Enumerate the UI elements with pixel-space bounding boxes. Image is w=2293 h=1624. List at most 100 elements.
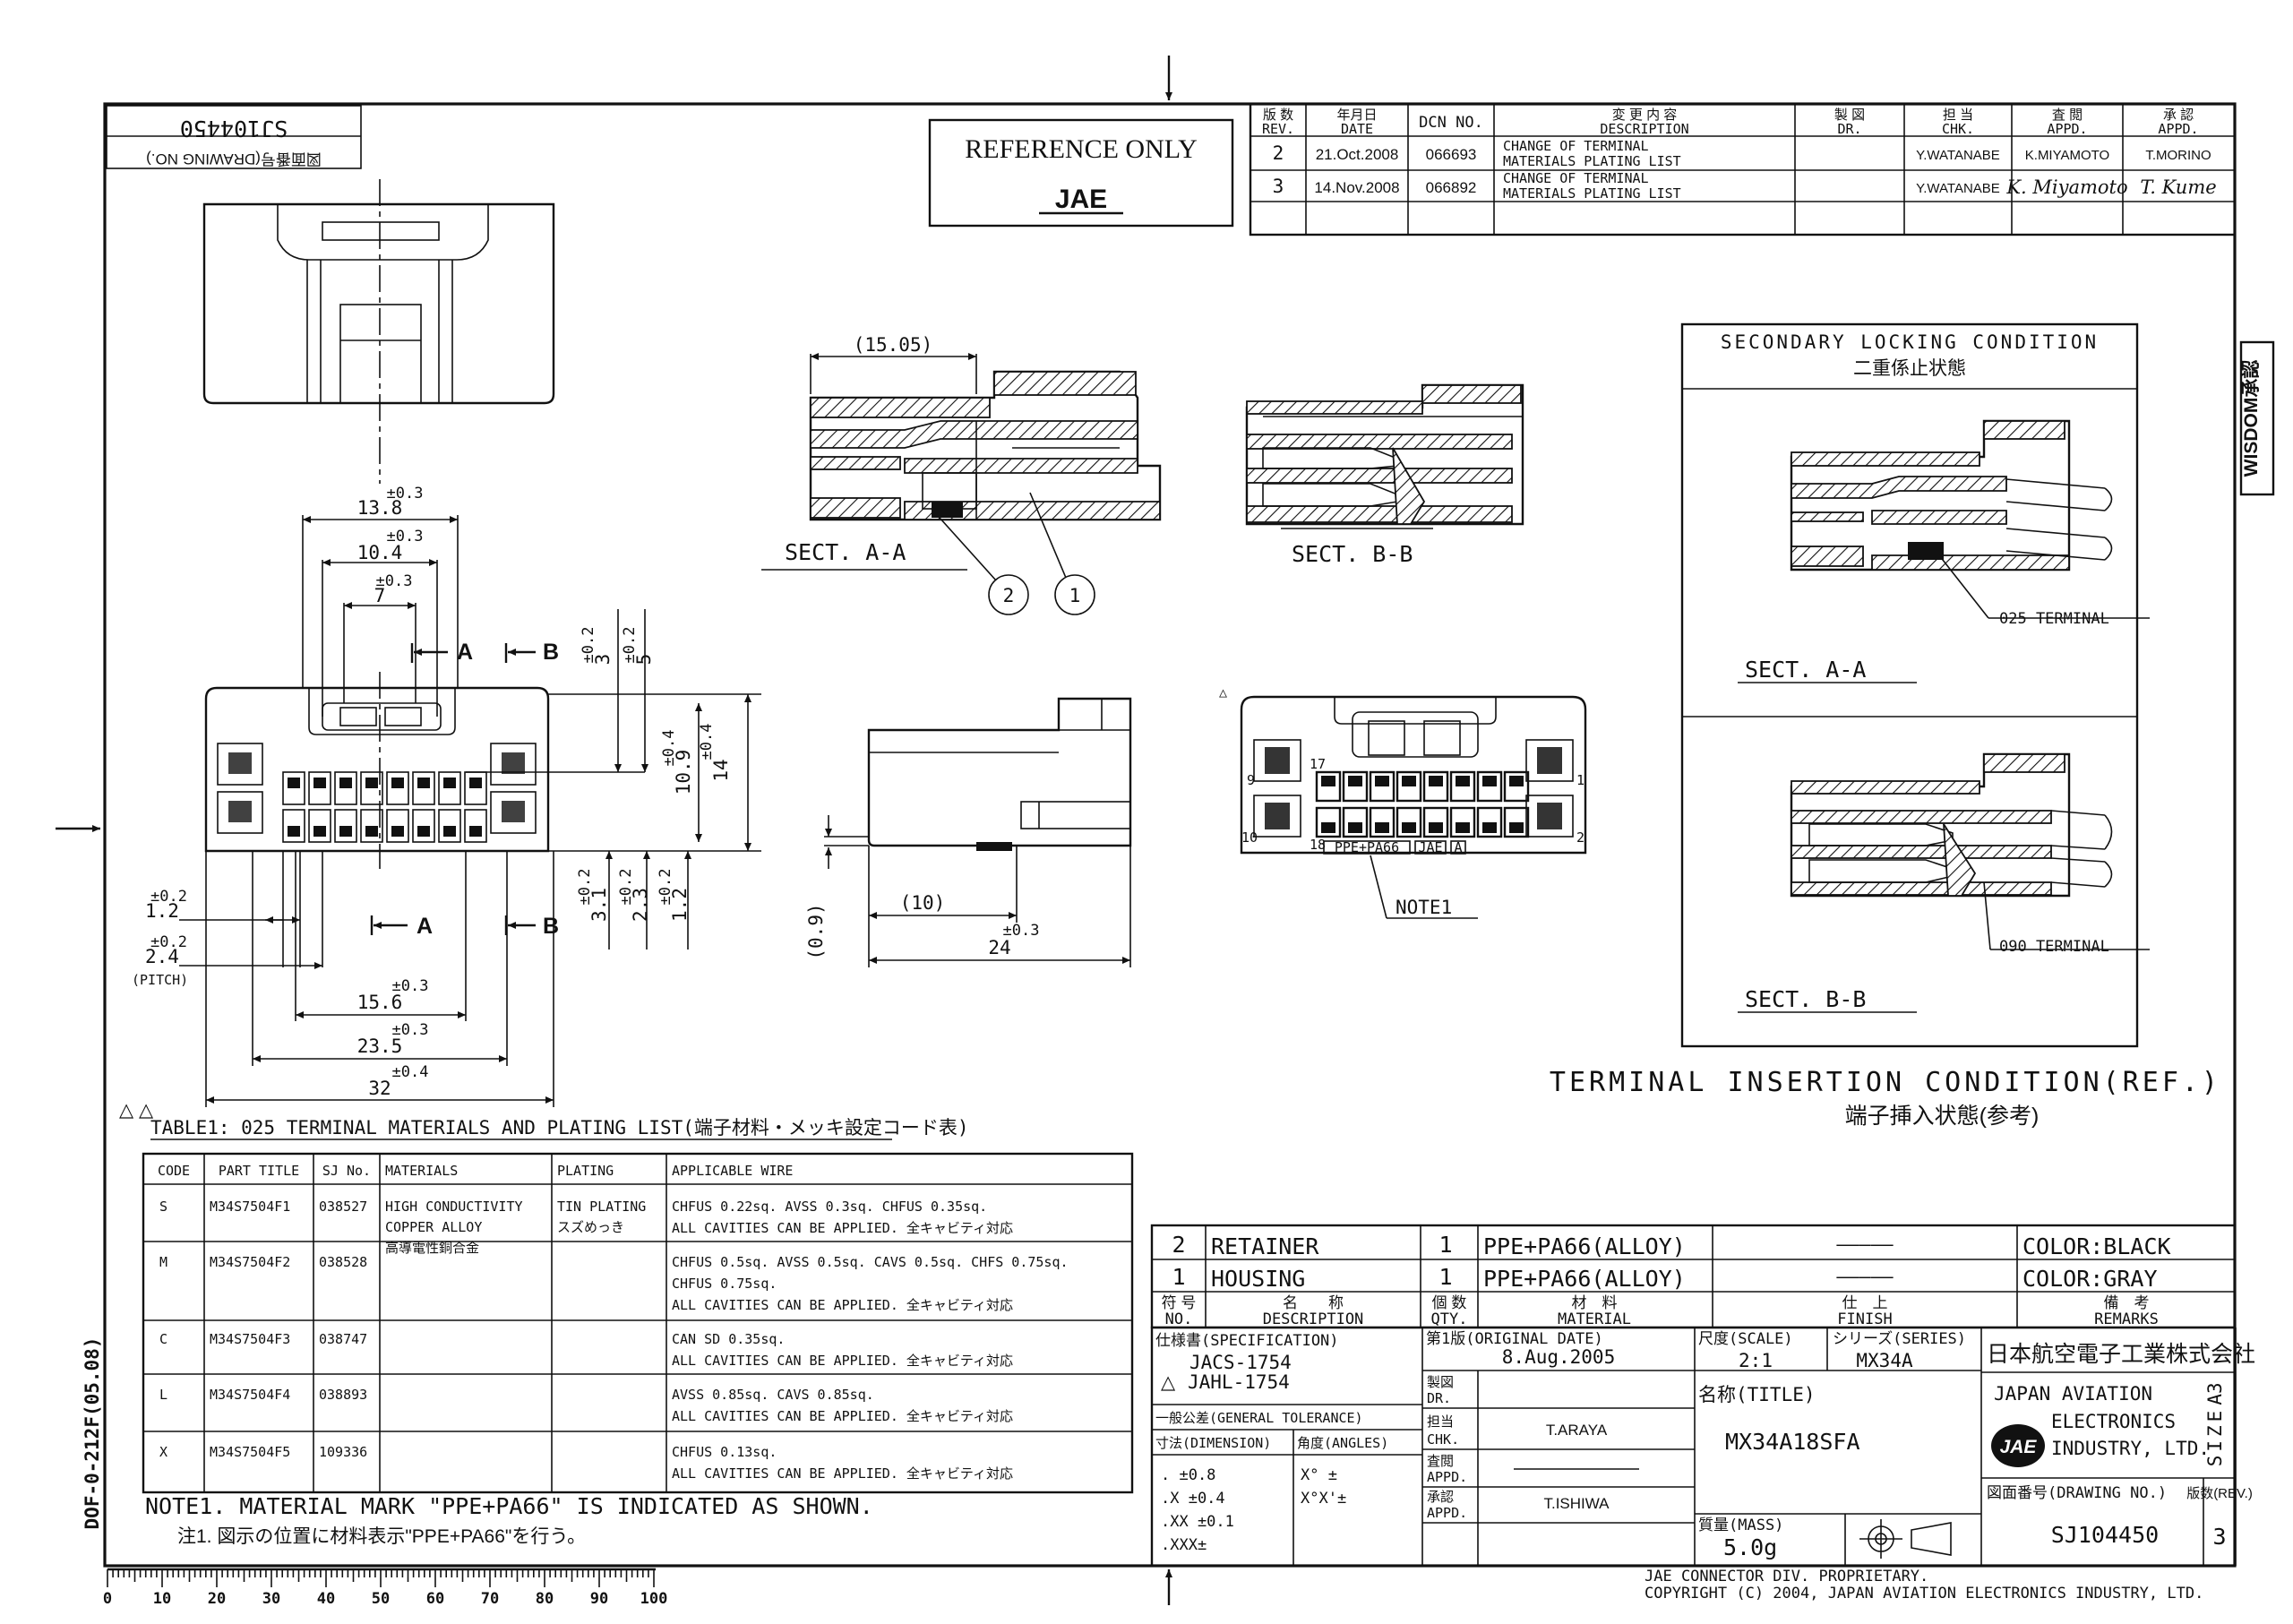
rotated-drawing-no-label: 図面番号(DRAWING NO.)	[146, 150, 322, 168]
company-name-en-2: ELECTRONICS	[2051, 1411, 2176, 1432]
appd2-label-jp: 承認	[1427, 1490, 1454, 1505]
bom-row-housing-qty: 1	[1438, 1264, 1452, 1290]
angle-row-2: X°X'±	[1301, 1490, 1346, 1508]
table1-row-m-code: M	[159, 1254, 167, 1270]
term-090-label: 090 TERMINAL	[1999, 938, 2109, 956]
callout-1: 1	[1069, 585, 1081, 606]
original-date: 8.Aug.2005	[1502, 1346, 1615, 1368]
rev-row-3-desc2: MATERIALS PLATING LIST	[1503, 185, 1681, 202]
rev-row-2-appd2: T.MORINO	[2145, 148, 2211, 163]
dcn-header: DCN NO.	[1419, 114, 1483, 132]
dim-7-tol: ±0.3	[376, 572, 413, 590]
dim-10: (10)	[900, 892, 946, 914]
rev-row-2-dcn: 066693	[1426, 146, 1477, 163]
table1-header-sj-no: SJ No.	[322, 1163, 371, 1179]
reference-only-stamp: REFERENCE ONLY JAE	[928, 118, 1234, 228]
spec-label: 仕様書(SPECIFICATION)	[1155, 1332, 1339, 1350]
table1-row-s-wire2: ALL CAVITIES CAN BE APPLIED. 全キャビティ対応	[672, 1220, 1013, 1236]
ruler-label: 90	[590, 1590, 608, 1608]
note1-jp: 注1. 図示の位置に材料表示"PPE+PA66"を行う。	[177, 1526, 586, 1547]
rev-row-3-appd2-signature: T. Kume	[2140, 176, 2216, 198]
mass-label: 質量(MASS)	[1698, 1517, 1783, 1534]
rev-row-2-date: 21.Oct.2008	[1316, 146, 1399, 163]
company-name-en-1: JAPAN AVIATION	[1994, 1383, 2152, 1405]
rev-header-en: REV.	[1262, 121, 1294, 137]
bom-header-desc-en: DESCRIPTION	[1263, 1310, 1364, 1328]
ruler-label: 80	[536, 1590, 554, 1608]
dim-3-1-tol: ±0.2	[576, 869, 594, 906]
table1-row-l-wire2: ALL CAVITIES CAN BE APPLIED. 全キャビティ対応	[672, 1408, 1013, 1424]
table1-row-m-wire1: CHFUS 0.5sq. AVSS 0.5sq. CAVS 0.5sq. CHF…	[672, 1254, 1069, 1270]
table1-header-plating: PLATING	[557, 1163, 614, 1179]
dim-1-2-vertical-tol: ±0.2	[657, 869, 674, 906]
reference-only-text: REFERENCE ONLY	[965, 134, 1198, 164]
mass-value: 5.0g	[1723, 1534, 1777, 1560]
secondary-locking-panel: SECONDARY LOCKING CONDITION 二重係止状態 025 T…	[1680, 322, 2150, 1048]
chk-header-jp: 担 当	[1943, 107, 1973, 123]
bom-header-finish-jp: 仕 上	[1842, 1294, 1888, 1311]
dim-32: 32	[368, 1078, 391, 1099]
material-mark: PPE+PA66	[1335, 839, 1399, 855]
dr-header-jp: 製 図	[1834, 107, 1865, 123]
date-header-jp: 年月日	[1336, 107, 1377, 123]
bom-row-housing-no: 1	[1172, 1264, 1185, 1290]
wisdom-approval-stamp: WISDOM承認	[2239, 340, 2275, 496]
table1-row-s-part: M34S7504F1	[210, 1199, 290, 1215]
dim-2-3: 2.3	[630, 888, 651, 922]
ruler-label: 20	[208, 1590, 226, 1608]
section-arrow-b-top: B	[543, 640, 559, 665]
term-025-label: 025 TERMINAL	[1999, 610, 2109, 628]
rev-row-2-desc1: CHANGE OF TERMINAL	[1503, 138, 1649, 154]
bom-header-material-en: MATERIAL	[1558, 1310, 1631, 1328]
dim-5: 5	[633, 654, 655, 666]
table1-row-x-sj: 109336	[319, 1444, 367, 1460]
original-date-label: 第1版(ORIGINAL DATE)	[1426, 1330, 1603, 1348]
rev-header-jp: 版 数	[1263, 107, 1293, 123]
terminal-insertion-title: TERMINAL INSERTION CONDITION(REF.)	[1550, 1067, 2221, 1098]
dim-15-05: (15.05)	[854, 334, 933, 356]
table-row: S M34S7504F1 038527 CHFUS 0.22sq. AVSS 0…	[159, 1199, 1013, 1236]
sect-b-b-label: SECT. B-B	[1292, 541, 1413, 567]
table-row: L M34S7504F4 038893 AVSS 0.85sq. CAVS 0.…	[159, 1387, 1013, 1424]
ruler-label: 0	[103, 1590, 112, 1608]
dim-1-2-pitch-tol: ±0.2	[150, 888, 187, 906]
dr-header-en: DR.	[1837, 121, 1861, 137]
bom-row-retainer-material: PPE+PA66(ALLOY)	[1483, 1233, 1686, 1259]
bom-row-retainer-remarks: COLOR:BLACK	[2022, 1233, 2171, 1259]
ruler-label: 70	[481, 1590, 499, 1608]
drawing-title: MX34A18SFA	[1725, 1429, 1860, 1455]
table1-triangles: △ △	[119, 1100, 154, 1121]
ruler-label: 30	[262, 1590, 280, 1608]
rev-row-2-desc2: MATERIALS PLATING LIST	[1503, 153, 1681, 169]
bom-row-housing-material: PPE+PA66(ALLOY)	[1483, 1266, 1686, 1292]
wisdom-stamp-text: WISDOM承認	[2240, 360, 2262, 477]
table1-plating-line1: TIN PLATING	[557, 1199, 646, 1215]
table1-row-m-part: M34S7504F2	[210, 1254, 290, 1270]
table1-header-part-title: PART TITLE	[219, 1163, 299, 1179]
table1-row-x-part: M34S7504F5	[210, 1444, 290, 1460]
bom-header-desc-jp: 名 称	[1283, 1294, 1344, 1311]
dim-10-4-tol: ±0.3	[387, 528, 424, 546]
table1-row-x-wire2: ALL CAVITIES CAN BE APPLIED. 全キャビティ対応	[672, 1465, 1013, 1482]
desc-header-jp: 変 更 内 容	[1612, 107, 1678, 123]
ruler-label: 40	[317, 1590, 335, 1608]
series-label: シリーズ(SERIES)	[1833, 1330, 1966, 1348]
rev-value: 3	[2212, 1524, 2226, 1550]
rev-row-3-date: 14.Nov.2008	[1314, 179, 1399, 196]
dim-24: 24	[988, 937, 1010, 958]
table1-row-l-wire1: AVSS 0.85sq. CAVS 0.85sq.	[672, 1387, 874, 1403]
table1-material-line3: 高導電性銅合金	[385, 1241, 479, 1256]
dim-15-6-tol: ±0.3	[392, 977, 429, 995]
drawing-no: SJ104450	[2051, 1522, 2159, 1548]
company-name-jp: 日本航空電子工業株式会社	[1987, 1342, 2255, 1367]
rev-triangle-rear: △	[1219, 684, 1227, 700]
table1-row-m-sj: 038528	[319, 1254, 367, 1270]
angle-row-1: X° ±	[1301, 1466, 1337, 1484]
table1-row-x-wire1: CHFUS 0.13sq.	[672, 1444, 777, 1460]
section-b-b-view: SECT. B-B	[1245, 383, 1524, 567]
bom-row-housing-desc: HOUSING	[1211, 1266, 1305, 1292]
dim-14: 14	[710, 759, 732, 781]
appd1-header-jp: 査 閲	[2052, 107, 2083, 123]
title-label: 名称(TITLE)	[1698, 1384, 1816, 1405]
cavity-label-9: 9	[1247, 772, 1255, 788]
